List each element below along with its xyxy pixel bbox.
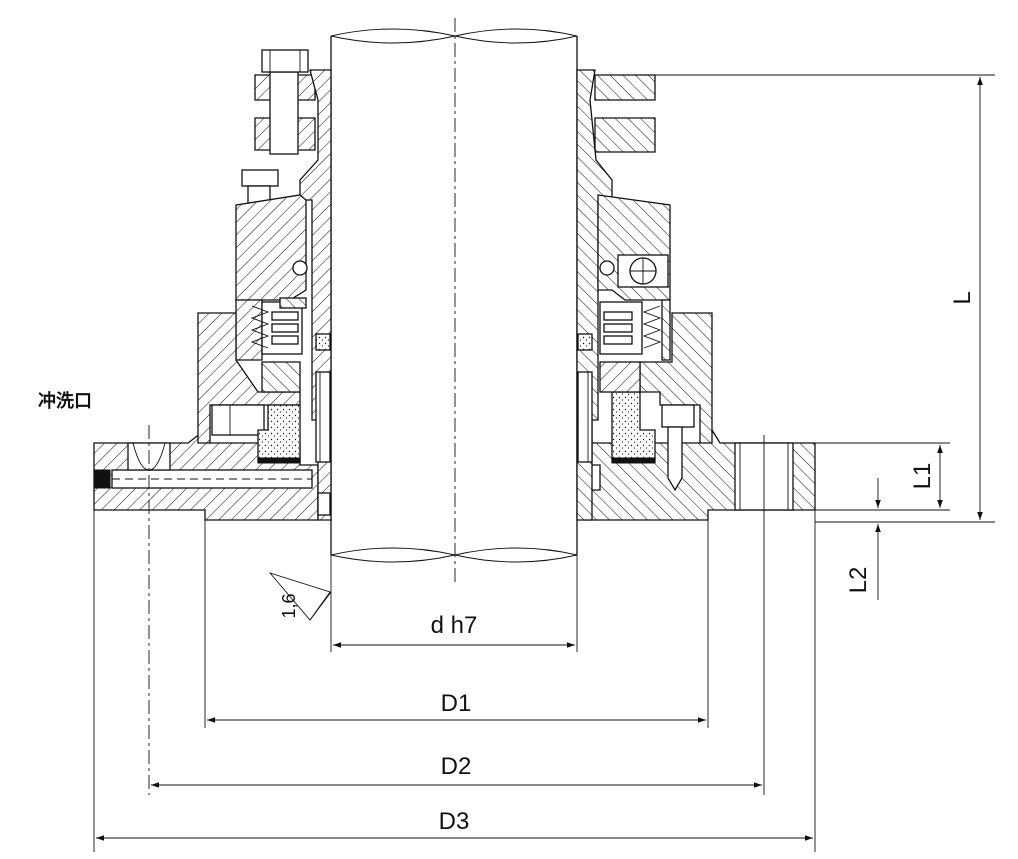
- label-D1: D1: [441, 690, 472, 717]
- flush-port-label: 冲洗口: [38, 390, 92, 412]
- o-ring-right: [577, 333, 593, 351]
- dimension-d-h7: d h7: [330, 555, 578, 652]
- dimension-D2: D2: [151, 435, 765, 795]
- label-d-h7: d h7: [431, 612, 478, 639]
- o-ring-left: [315, 333, 331, 351]
- dimension-L1: L1: [815, 442, 950, 511]
- label-L1: L1: [909, 463, 936, 490]
- surface-roughness-symbol: 1,6: [268, 572, 332, 621]
- surface-roughness-value: 1,6: [279, 593, 299, 618]
- label-D2: D2: [441, 753, 472, 780]
- gland-flange: [93, 425, 816, 795]
- dimension-D1: D1: [204, 520, 709, 728]
- flush-port-plug: [93, 469, 111, 489]
- dimension-L: L: [655, 74, 995, 523]
- shaft: [330, 28, 578, 563]
- label-D3: D3: [439, 808, 470, 835]
- label-L2: L2: [845, 567, 872, 594]
- right-seal-section: [576, 69, 713, 521]
- label-L: L: [949, 291, 976, 304]
- dimension-L2: L2: [845, 478, 881, 600]
- left-seal-section: [197, 49, 332, 521]
- dimension-D3: D3: [93, 510, 816, 852]
